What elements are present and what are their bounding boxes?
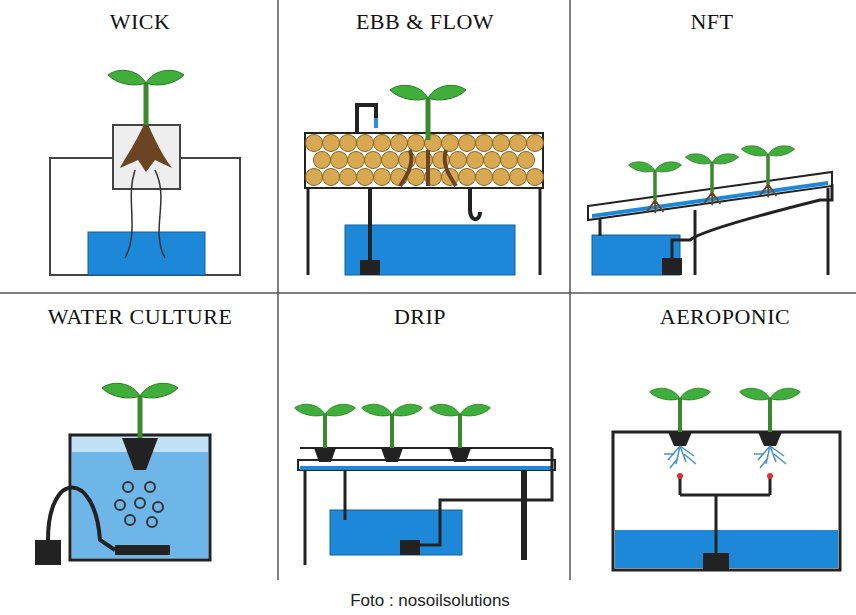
panel-title: WICK xyxy=(110,10,171,34)
panel-title: EBB & FLOW xyxy=(356,10,494,34)
nft-system xyxy=(588,146,832,275)
water-culture-system xyxy=(35,383,210,565)
drip-system xyxy=(295,404,555,565)
panel-title: NFT xyxy=(690,10,733,34)
panel-title: WATER CULTURE xyxy=(48,305,233,329)
panel-title: AEROPONIC xyxy=(660,305,790,329)
panel-title: DRIP xyxy=(394,305,446,329)
photo-credit: Foto : nosoilsolutions xyxy=(350,592,510,611)
wick-system xyxy=(50,70,240,275)
aeroponic-system xyxy=(613,388,840,570)
panel-grid xyxy=(0,0,856,580)
ebb-flow-system xyxy=(305,85,544,275)
